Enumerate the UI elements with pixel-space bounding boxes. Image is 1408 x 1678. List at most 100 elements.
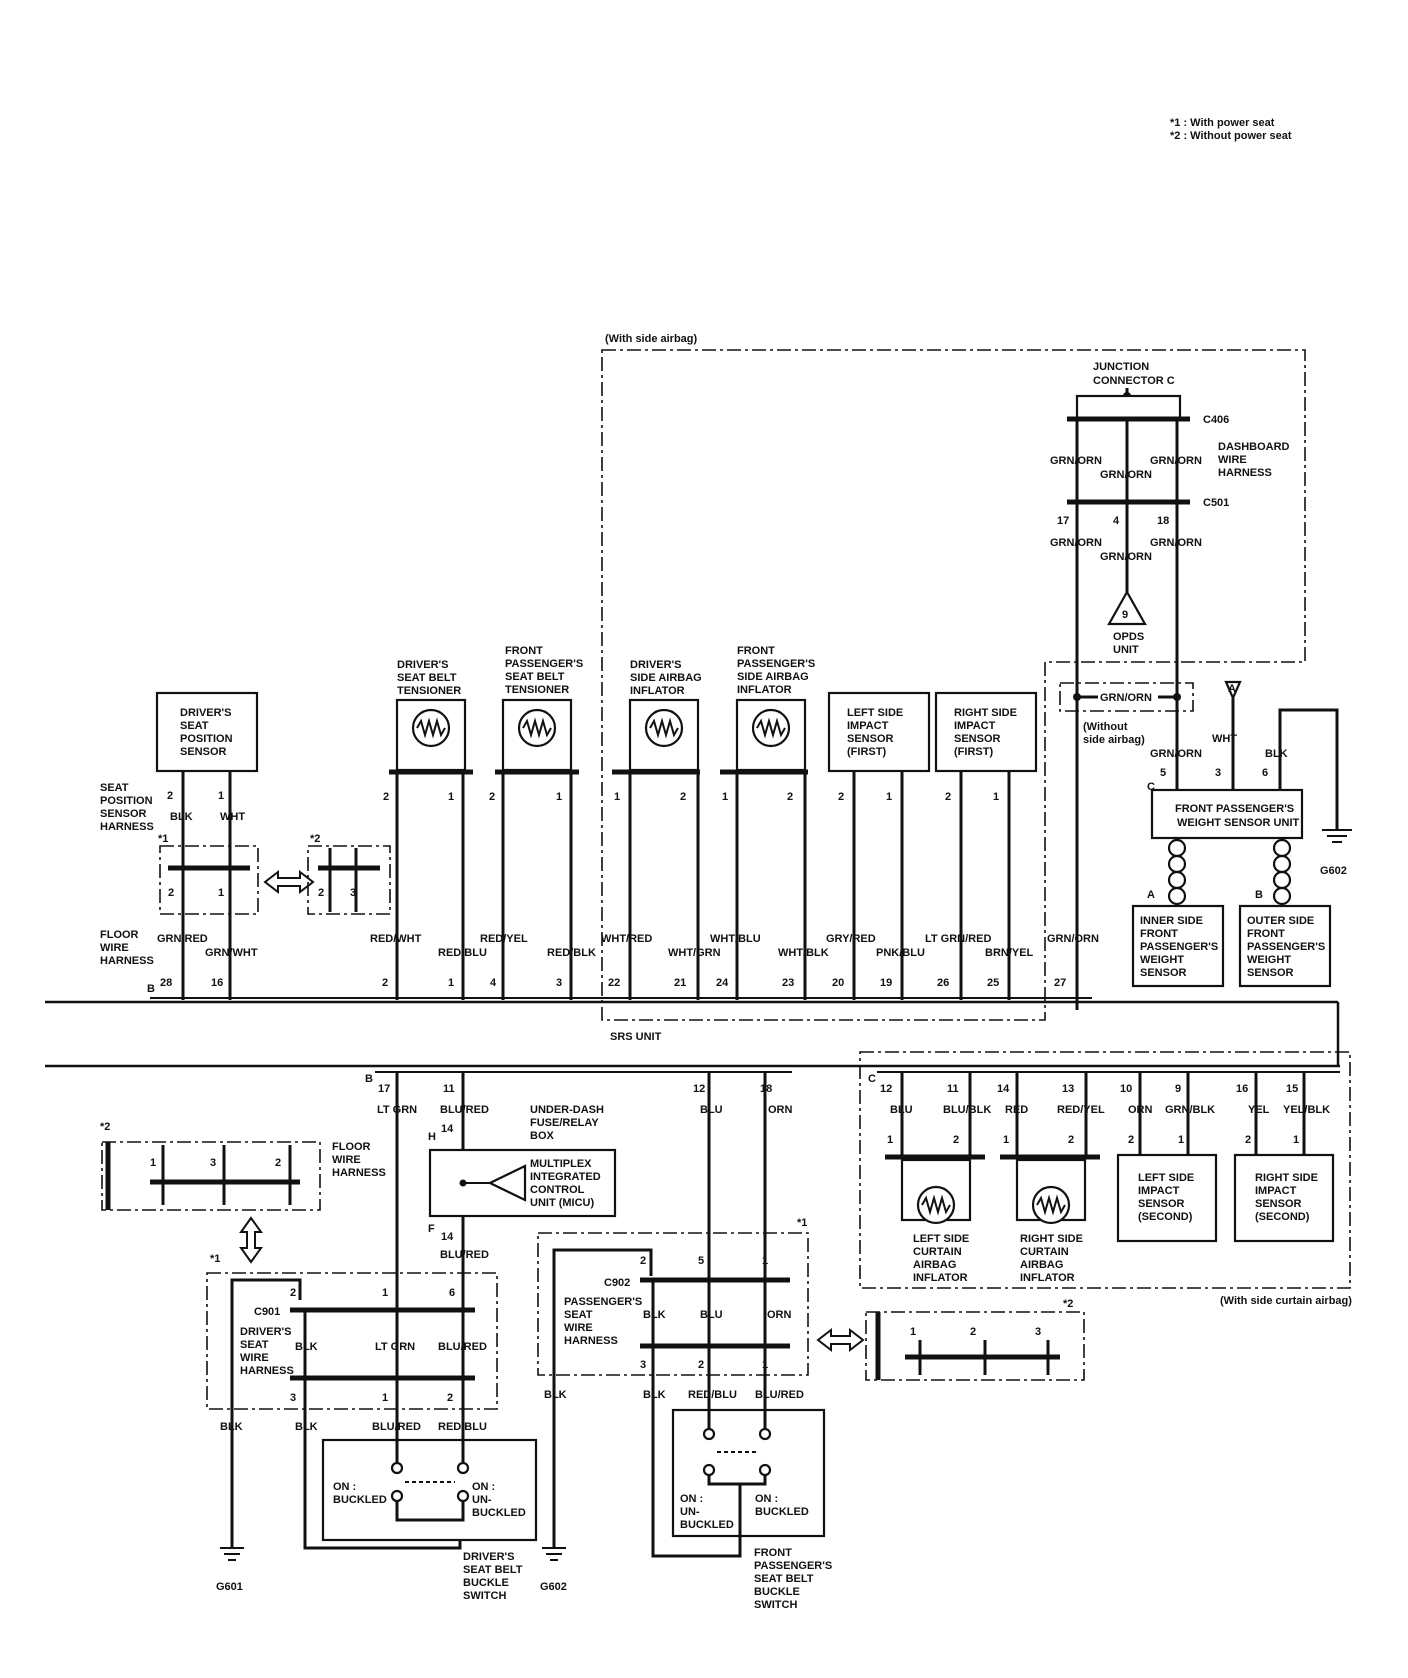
svg-text:INFLATOR: INFLATOR [630, 685, 685, 697]
svg-text:FRONT: FRONT [505, 645, 543, 657]
svg-text:FUSE/RELAY: FUSE/RELAY [530, 1117, 599, 1129]
svg-text:BLK: BLK [170, 811, 193, 823]
svg-text:GRN/ORN: GRN/ORN [1050, 455, 1102, 467]
without-side-airbag-bypass: GRN/ORN (Without side airbag) [1059, 682, 1194, 746]
svg-text:20: 20 [832, 977, 844, 989]
svg-text:INFLATOR: INFLATOR [737, 684, 792, 696]
svg-text:PASSENGER'S: PASSENGER'S [1140, 941, 1218, 953]
driver-seat-wire-harness: *1 2 1 6 C901 DRIVER'S SEAT WIRE HARNESS… [206, 1253, 498, 1420]
svg-text:B: B [1255, 889, 1263, 901]
svg-text:WHT: WHT [1212, 733, 1237, 745]
svg-text:GRN/ORN: GRN/ORN [1150, 455, 1202, 467]
svg-text:BLK: BLK [1265, 748, 1288, 760]
svg-text:1: 1 [448, 977, 454, 989]
svg-text:(FIRST): (FIRST) [847, 746, 886, 758]
junction-connector-c: JUNCTION CONNECTOR C C406 GRN/ORN GRN/OR… [1050, 361, 1290, 1010]
micu: UNDER-DASH FUSE/RELAY BOX H 14 MULTIPLEX… [428, 1104, 617, 1261]
svg-text:GRN/RED: GRN/RED [157, 933, 208, 945]
svg-text:FLOOR: FLOOR [332, 1141, 371, 1153]
svg-text:19: 19 [880, 977, 892, 989]
svg-text:12: 12 [880, 1083, 892, 1095]
passenger-seat-belt-buckle-switch: BLK BLK RED/BLU BLU/RED G602 ON : UN- BU… [540, 1389, 832, 1611]
svg-text:18: 18 [1157, 515, 1169, 527]
svg-text:IMPACT: IMPACT [1255, 1185, 1297, 1197]
svg-text:1: 1 [887, 1134, 893, 1146]
svg-text:1: 1 [886, 791, 892, 803]
svg-text:YEL/BLK: YEL/BLK [1283, 1104, 1330, 1116]
svg-text:GRN/ORN: GRN/ORN [1150, 537, 1202, 549]
svg-text:G602: G602 [1320, 865, 1347, 877]
svg-text:B: B [147, 983, 155, 995]
svg-text:3: 3 [210, 1157, 216, 1169]
svg-text:WHT/BLU: WHT/BLU [710, 933, 761, 945]
svg-text:DRIVER'S: DRIVER'S [630, 659, 682, 671]
svg-text:C: C [868, 1073, 876, 1085]
upper-pin-numbers: B 28 16 2 1 4 3 22 21 24 23 20 19 26 25 … [147, 977, 1066, 995]
svg-text:C901: C901 [254, 1306, 280, 1318]
svg-text:10: 10 [1120, 1083, 1132, 1095]
svg-text:RIGHT SIDE: RIGHT SIDE [1255, 1172, 1318, 1184]
svg-text:SEAT: SEAT [564, 1309, 593, 1321]
svg-text:26: 26 [937, 977, 949, 989]
svg-text:SEAT BELT: SEAT BELT [397, 672, 457, 684]
svg-text:WHT/BLK: WHT/BLK [778, 947, 829, 959]
svg-text:*1: *1 [797, 1217, 807, 1229]
svg-text:CONNECTOR C: CONNECTOR C [1093, 375, 1175, 387]
seat-position-sensor: DRIVER'S SEAT POSITION SENSOR SEAT POSIT… [100, 691, 391, 1000]
svg-text:POSITION: POSITION [180, 733, 233, 745]
svg-text:INFLATOR: INFLATOR [913, 1272, 968, 1284]
svg-text:5: 5 [1160, 767, 1166, 779]
svg-text:HARNESS: HARNESS [240, 1365, 294, 1377]
svg-text:(Without: (Without [1083, 721, 1128, 733]
svg-text:2: 2 [1128, 1134, 1134, 1146]
svg-text:1: 1 [993, 791, 999, 803]
svg-text:C902: C902 [604, 1277, 630, 1289]
svg-text:TENSIONER: TENSIONER [397, 685, 461, 697]
svg-text:LT GRN: LT GRN [375, 1341, 415, 1353]
svg-text:RED/BLU: RED/BLU [688, 1389, 737, 1401]
svg-text:side airbag): side airbag) [1083, 734, 1145, 746]
lower-c-wires: C 12 11 14 13 10 9 16 15 BLU BLU/BLK RED… [868, 1072, 1330, 1157]
svg-text:WHT: WHT [220, 811, 245, 823]
svg-text:ON :: ON : [472, 1481, 495, 1493]
svg-text:PASSENGER'S: PASSENGER'S [737, 658, 815, 670]
tensioner-row: DRIVER'S SEAT BELT TENSIONER 2 1 FRONT P… [383, 645, 815, 803]
svg-text:IMPACT: IMPACT [1138, 1185, 1180, 1197]
svg-text:4: 4 [490, 977, 497, 989]
svg-text:*1: *1 [210, 1253, 220, 1265]
svg-text:SIDE AIRBAG: SIDE AIRBAG [630, 672, 702, 684]
svg-text:2: 2 [680, 791, 686, 803]
svg-text:2: 2 [318, 887, 324, 899]
side-airbag-region [601, 349, 1306, 1021]
svg-text:12: 12 [693, 1083, 705, 1095]
svg-text:1: 1 [1178, 1134, 1184, 1146]
svg-text:SEAT: SEAT [180, 720, 209, 732]
svg-text:PASSENGER'S: PASSENGER'S [1247, 941, 1325, 953]
svg-text:SEAT: SEAT [100, 782, 129, 794]
svg-text:RED/BLK: RED/BLK [547, 947, 596, 959]
svg-text:*2: *2 [310, 833, 320, 845]
svg-text:2: 2 [640, 1255, 646, 1267]
svg-text:GRN/ORN: GRN/ORN [1100, 551, 1152, 563]
svg-text:SEAT BELT: SEAT BELT [463, 1564, 523, 1576]
svg-text:UNIT: UNIT [1113, 644, 1139, 656]
lower-b-wires: B 17 11 12 18 LT GRN BLU/RED BLU ORN [365, 1072, 793, 1300]
svg-text:UNIT (MICU): UNIT (MICU) [530, 1197, 594, 1209]
svg-text:3: 3 [1035, 1326, 1041, 1338]
driver-seat-belt-buckle-switch: BLK BLK BLU/RED RED/BLU G601 ON : BUCKLE… [216, 1420, 538, 1602]
svg-text:2: 2 [698, 1359, 704, 1371]
passenger-seat-wire-harness: *1 2 5 1 C902 PASSENGER'S SEAT WIRE HARN… [537, 1217, 865, 1390]
svg-text:RIGHT SIDE: RIGHT SIDE [1020, 1233, 1083, 1245]
svg-text:UN-: UN- [680, 1506, 700, 1518]
svg-text:2: 2 [970, 1326, 976, 1338]
svg-text:1: 1 [218, 790, 224, 802]
svg-text:2: 2 [489, 791, 495, 803]
svg-text:3: 3 [640, 1359, 646, 1371]
svg-text:BLU: BLU [700, 1104, 723, 1116]
svg-text:SENSOR: SENSOR [1140, 967, 1187, 979]
svg-text:(SECOND): (SECOND) [1138, 1211, 1193, 1223]
svg-text:1: 1 [382, 1287, 388, 1299]
svg-text:3: 3 [350, 887, 356, 899]
svg-text:2: 2 [1068, 1134, 1074, 1146]
curtain-airbag-region [859, 1051, 1351, 1289]
